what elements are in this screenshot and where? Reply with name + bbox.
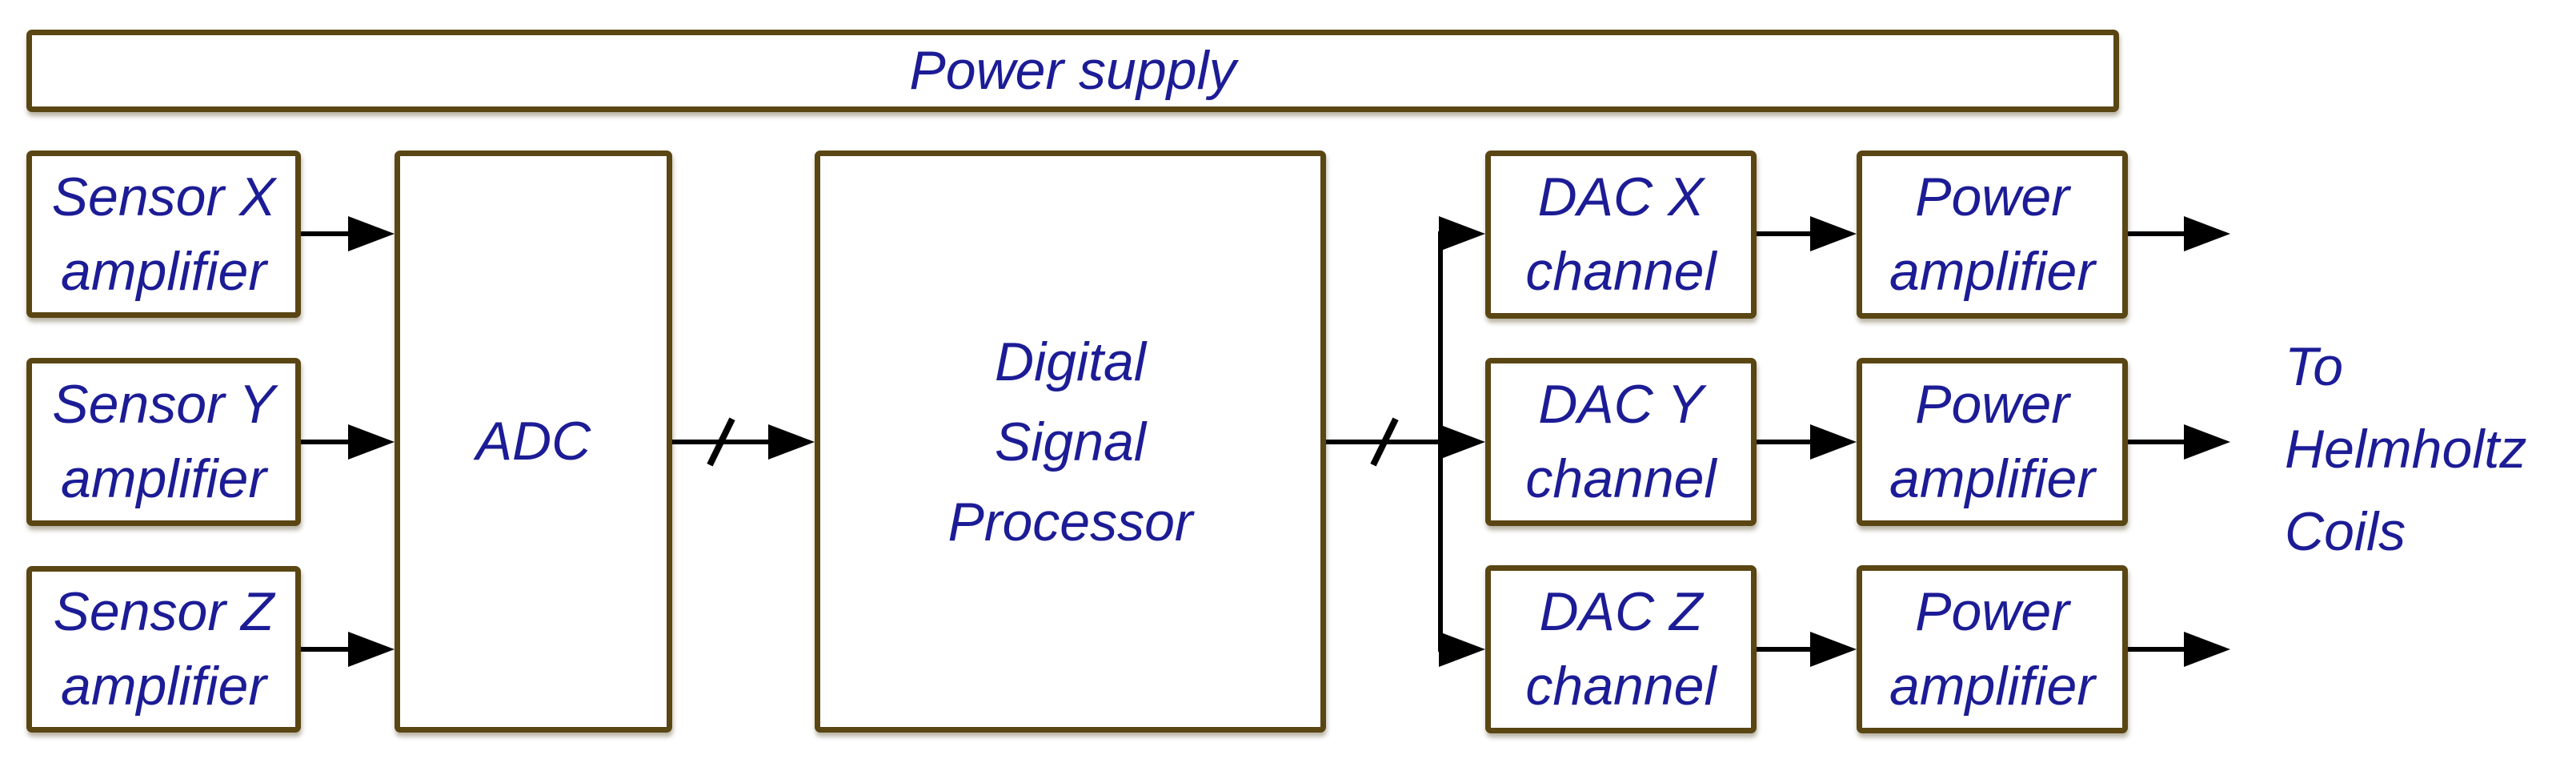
arrowhead-icon — [1810, 216, 1857, 251]
arrowhead-icon — [1439, 216, 1485, 251]
node-label: Digital Signal Processor — [947, 331, 1193, 552]
output-destination-label: To Helmholtz Coils — [2285, 336, 2527, 562]
connector-pa-x-out — [2128, 231, 2185, 236]
node-sensor-x-amplifier: Sensor X amplifier — [26, 151, 301, 318]
node-label: Sensor Z amplifier — [53, 581, 274, 717]
node-power-amplifier-z: Power amplifier — [1857, 565, 2128, 733]
arrowhead-icon — [348, 632, 395, 667]
node-label: DAC X channel — [1525, 167, 1717, 302]
node-label: Power supply — [909, 40, 1236, 101]
arrowhead-icon — [1810, 632, 1857, 667]
node-label: Power amplifier — [1889, 167, 2095, 302]
node-power-amplifier-x: Power amplifier — [1857, 151, 2128, 319]
arrowhead-icon — [2184, 216, 2230, 251]
node-label: Sensor Y amplifier — [52, 374, 275, 509]
node-label: DAC Y channel — [1525, 374, 1717, 509]
arrowhead-icon — [348, 424, 395, 460]
arrowhead-icon — [1439, 632, 1485, 667]
connector-sensor-x-adc — [301, 231, 351, 236]
connector-dac-x-pa — [1757, 231, 1813, 236]
node-label: Power amplifier — [1889, 581, 2095, 717]
node-label: Power amplifier — [1889, 374, 2095, 509]
node-adc: ADC — [395, 151, 672, 733]
connector-dac-y-pa — [1757, 440, 1813, 444]
arrowhead-icon — [1439, 424, 1485, 460]
node-dac-y-channel: DAC Y channel — [1485, 358, 1757, 526]
node-sensor-z-amplifier: Sensor Z amplifier — [26, 566, 301, 733]
node-label: DAC Z channel — [1525, 581, 1717, 717]
node-sensor-y-amplifier: Sensor Y amplifier — [26, 358, 301, 526]
arrowhead-icon — [2184, 632, 2230, 667]
connector-pa-z-out — [2128, 647, 2185, 652]
node-label: ADC — [475, 411, 591, 472]
arrowhead-icon — [2184, 424, 2230, 460]
node-dac-z-channel: DAC Z channel — [1485, 565, 1757, 733]
node-dac-x-channel: DAC X channel — [1485, 151, 1757, 319]
connector-pa-y-out — [2128, 440, 2185, 444]
node-label: Sensor X amplifier — [51, 166, 276, 302]
connector-sensor-y-adc — [301, 440, 351, 444]
connector-sensor-z-adc — [301, 647, 351, 652]
connector-dac-z-pa — [1757, 647, 1813, 652]
arrowhead-icon — [348, 216, 395, 251]
node-power-supply: Power supply — [26, 30, 2119, 112]
node-power-amplifier-y: Power amplifier — [1857, 358, 2128, 526]
node-digital-signal-processor: Digital Signal Processor — [815, 151, 1326, 733]
arrowhead-icon — [1810, 424, 1857, 460]
arrowhead-icon — [768, 424, 815, 460]
